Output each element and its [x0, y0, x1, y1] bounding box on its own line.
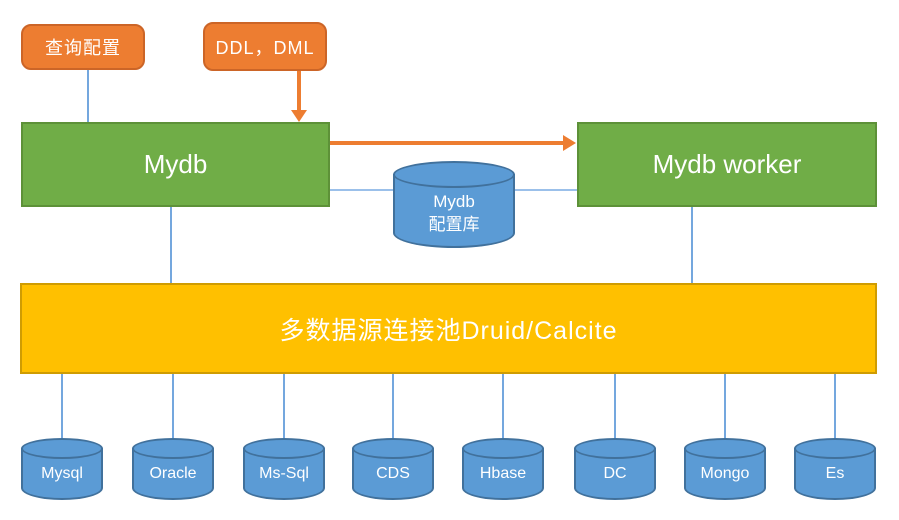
connector-queryconfig-to-mydb	[87, 70, 89, 122]
query-config-box: 查询配置	[21, 24, 145, 70]
mydb-worker-box: Mydb worker	[577, 122, 877, 207]
query-config-label: 查询配置	[45, 38, 121, 58]
mysql-cylinder: Mysql	[21, 438, 103, 500]
mydb-worker-label: Mydb worker	[652, 149, 802, 179]
es-cylinder: Es	[794, 438, 876, 500]
cylinder-top	[794, 438, 876, 459]
ddl-dml-box: DDL，DML	[203, 22, 327, 71]
oracle-cylinder: Oracle	[132, 438, 214, 500]
mydb-config-db-cylinder: Mydb 配置库	[393, 161, 515, 248]
connection-pool-bar: 多数据源连接池Druid/Calcite	[20, 283, 877, 374]
mydb-label: Mydb	[143, 149, 208, 179]
mydb-config-db-label: Mydb 配置库	[428, 192, 480, 234]
connector-pool-to-mssql	[283, 374, 285, 442]
datasource-group-mssql: Ms-Sql	[243, 374, 325, 500]
connection-pool-label: 多数据源连接池Druid/Calcite	[279, 316, 618, 345]
arrow-mydb-to-worker-shaft	[330, 141, 564, 145]
datasource-group-oracle: Oracle	[132, 374, 214, 500]
datasource-label: Oracle	[149, 465, 197, 482]
cylinder-top	[574, 438, 656, 459]
mssql-cylinder: Ms-Sql	[243, 438, 325, 500]
datasource-group-dc: DC	[574, 374, 656, 500]
connector-pool-to-mongo	[724, 374, 726, 442]
connector-pool-to-es	[834, 374, 836, 442]
datasource-group-es: Es	[794, 374, 876, 500]
arrow-ddl-to-mydb-head	[291, 110, 307, 122]
cylinder-top	[462, 438, 544, 459]
datasource-group-mongo: Mongo	[684, 374, 766, 500]
connector-pool-to-hbase	[502, 374, 504, 442]
arrow-ddl-to-mydb-shaft	[297, 71, 301, 111]
datasource-group-mysql: Mysql	[21, 374, 103, 500]
connector-mydb-to-pool	[170, 207, 172, 283]
datasource-label: Mongo	[700, 465, 750, 482]
connector-worker-to-pool	[691, 207, 693, 283]
connector-pool-to-dc	[614, 374, 616, 442]
cylinder-top	[243, 438, 325, 459]
mongo-cylinder: Mongo	[684, 438, 766, 500]
datasource-label: Hbase	[479, 465, 527, 482]
datasource-group-cds: CDS	[352, 374, 434, 500]
datasource-label: DC	[603, 465, 627, 482]
datasource-group-hbase: Hbase	[462, 374, 544, 500]
cylinder-top	[352, 438, 434, 459]
cylinder-top	[21, 438, 103, 459]
connector-pool-to-oracle	[172, 374, 174, 442]
arrow-mydb-to-worker-head	[563, 135, 576, 151]
datasource-label: CDS	[376, 465, 410, 482]
cylinder-top	[132, 438, 214, 459]
connector-pool-to-mysql	[61, 374, 63, 442]
hbase-cylinder: Hbase	[462, 438, 544, 500]
cylinder-top	[393, 161, 515, 188]
cylinder-top	[684, 438, 766, 459]
datasource-label: Es	[825, 465, 845, 482]
mydb-box: Mydb	[21, 122, 330, 207]
dc-cylinder: DC	[574, 438, 656, 500]
ddl-dml-label: DDL，DML	[215, 37, 315, 58]
cds-cylinder: CDS	[352, 438, 434, 500]
connector-pool-to-cds	[392, 374, 394, 442]
datasource-label: Ms-Sql	[259, 465, 309, 482]
datasource-label: Mysql	[41, 465, 83, 482]
